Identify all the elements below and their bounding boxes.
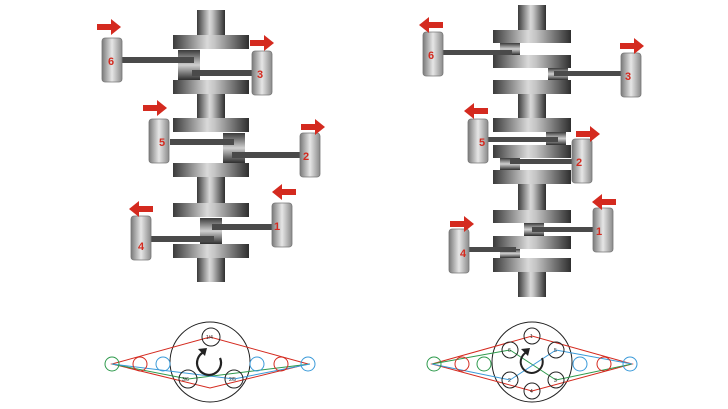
- piston-label: 6: [428, 50, 434, 62]
- rotation-arrow-icon: [519, 348, 544, 374]
- piston-label: 5: [479, 137, 485, 149]
- firing-order-diagram-left: 1/4 3/6 2/5: [104, 321, 316, 403]
- motion-arrow-right-icon: [620, 38, 644, 54]
- motion-arrow-right-icon: [97, 19, 121, 35]
- motion-arrow-left-icon: [419, 17, 443, 33]
- piston-label: 5: [159, 137, 165, 149]
- motion-arrow-right-icon: [576, 126, 600, 142]
- piston-label: 2: [576, 157, 582, 169]
- piston-right-3: 3: [620, 38, 644, 98]
- motion-arrow-right-icon: [143, 100, 167, 116]
- crankshaft-right: [493, 5, 571, 297]
- firing-label: 1/4: [206, 335, 213, 341]
- piston-right-2: 2: [571, 126, 600, 184]
- firing-label: 5: [554, 348, 557, 354]
- motion-arrow-left-icon: [592, 194, 616, 210]
- motion-arrow-right-icon: [450, 216, 474, 232]
- piston-left-3: 3: [250, 35, 274, 96]
- motion-arrow-right-icon: [301, 119, 325, 135]
- motion-arrow-left-icon: [129, 201, 153, 217]
- firing-label: 6: [508, 348, 511, 354]
- piston-label: 6: [108, 56, 114, 68]
- piston-right-4: 4: [448, 216, 474, 274]
- piston-label: 3: [625, 71, 631, 83]
- connecting-rods-right: [440, 50, 624, 252]
- piston-label: 3: [257, 69, 263, 81]
- piston-left-6: 6: [97, 19, 123, 83]
- firing-label: 2/5: [229, 377, 236, 383]
- motion-arrow-left-icon: [464, 103, 488, 119]
- engine-left: 6 3 5 2 1 4: [97, 10, 325, 403]
- piston-right-1: 1: [592, 194, 616, 253]
- rotation-arrow-icon: [195, 348, 223, 376]
- connecting-rods-left: [117, 57, 302, 242]
- motion-arrow-right-icon: [250, 35, 274, 51]
- firing-label: 3: [554, 378, 557, 384]
- firing-label: 4: [530, 389, 533, 395]
- firing-label: 2: [508, 378, 511, 384]
- piston-right-6: 6: [419, 17, 444, 77]
- engine-right: 6 3 5 2 1 4: [419, 5, 644, 403]
- piston-label: 1: [274, 221, 280, 233]
- piston-right-5: 5: [464, 103, 489, 164]
- piston-left-2: 2: [299, 119, 325, 178]
- piston-left-4: 4: [129, 201, 153, 261]
- firing-label: 3/6: [182, 377, 189, 383]
- piston-left-1: 1: [271, 184, 296, 248]
- piston-label: 2: [303, 151, 309, 163]
- piston-left-5: 5: [143, 100, 170, 164]
- motion-arrow-left-icon: [272, 184, 296, 200]
- piston-label: 4: [138, 241, 145, 253]
- firing-label: 1: [530, 334, 533, 340]
- piston-label: 4: [460, 248, 467, 260]
- crankshaft-left: [173, 10, 249, 282]
- piston-label: 1: [596, 226, 602, 238]
- firing-order-diagram-right: 1 6 5 2 3 4: [426, 321, 638, 403]
